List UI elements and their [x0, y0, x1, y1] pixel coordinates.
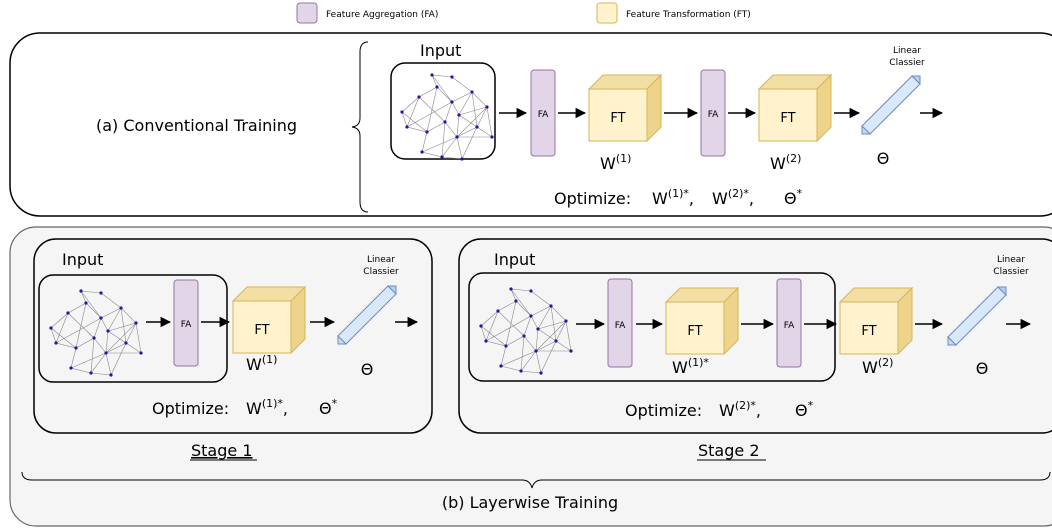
stage2-fa-2-label: FA [784, 321, 795, 331]
stage1-classifier-line1: Linear [367, 255, 395, 265]
legend-fa-label: Feature Aggregation (FA) [326, 10, 438, 20]
stage1-fa [173, 279, 199, 367]
conventional-fa-1 [530, 69, 556, 157]
stage2: Input FA FT W(1)* FA FT W(2) Linear Clas… [458, 238, 1052, 461]
conventional-ft-1-cube [588, 74, 662, 142]
stage2-input-label: Input [494, 250, 535, 269]
legend-ft-swatch [596, 2, 618, 24]
conventional-input-label: Input [420, 41, 461, 60]
conventional-fa-2-label: FA [708, 110, 719, 120]
legend: Feature Aggregation (FA) Feature Transfo… [296, 2, 751, 24]
conventional-title: (a) Conventional Training [96, 116, 297, 135]
stage2-w-outer: W(2) [862, 356, 893, 377]
conventional-ft-1-label: FT [610, 111, 625, 126]
stage1-theta: Θ [361, 360, 374, 379]
stage2-fa-1-label: FA [615, 321, 626, 331]
layerwise-title: (b) Layerwise Training [442, 493, 618, 512]
conventional-fa-1-label: FA [538, 110, 549, 120]
layerwise-brace [21, 471, 1051, 489]
stage1-w: W(1) [246, 353, 277, 374]
conventional-ft-2-label: FT [780, 111, 795, 126]
stage1-classifier-line2: Classier [363, 267, 399, 277]
conventional-classifier-line2: Classier [889, 58, 925, 68]
stage1-fa-label: FA [181, 320, 192, 330]
stage2-ft-1-label: FT [687, 324, 702, 339]
stage2-optimize: Optimize:W(2)*,Θ* [625, 399, 814, 420]
stage1: Input FA FT W(1) Linear Classier Θ Optim… [33, 238, 433, 461]
legend-fa-swatch [296, 2, 318, 24]
stage2-theta: Θ [976, 359, 989, 378]
conventional-fa-2 [700, 69, 726, 157]
conventional-w2: W(2) [770, 152, 801, 173]
stage2-ft-2-label: FT [861, 324, 876, 339]
stage2-w-inner: W(1)* [672, 356, 709, 377]
stage1-input-label: Input [62, 250, 103, 269]
stage2-classifier-line2: Classier [993, 267, 1029, 277]
stage2-ft-1-cube [665, 287, 739, 355]
stage1-input-box [38, 274, 228, 383]
stage2-fa-2 [776, 278, 802, 368]
stage1-ft-label: FT [254, 323, 269, 338]
stage1-optimize: Optimize:W(1)*,Θ* [152, 397, 338, 418]
conventional-theta: Θ [877, 149, 890, 168]
conventional-classifier-line1: Linear [893, 46, 921, 56]
stage2-ft-2-cube [839, 287, 913, 355]
layerwise-panel: Input FA FT W(1) Linear Classier Θ Optim… [9, 226, 1052, 527]
conventional-ft-2-cube [758, 74, 832, 142]
stage2-label: Stage 2 [698, 441, 760, 460]
conventional-panel: (a) Conventional Training Input FA FT W(… [9, 32, 1052, 217]
conventional-brace [351, 41, 369, 213]
conventional-w1: W(1) [600, 152, 631, 173]
stage2-fa-1 [607, 278, 633, 368]
stage1-label: Stage 1 [191, 441, 253, 460]
conventional-optimize: Optimize:W(1)*,W(2)*,Θ* [554, 187, 803, 208]
stage2-classifier-line1: Linear [997, 255, 1025, 265]
legend-ft-label: Feature Transformation (FT) [626, 10, 751, 20]
stage1-ft-cube [232, 286, 306, 354]
conventional-input-box [390, 62, 496, 160]
